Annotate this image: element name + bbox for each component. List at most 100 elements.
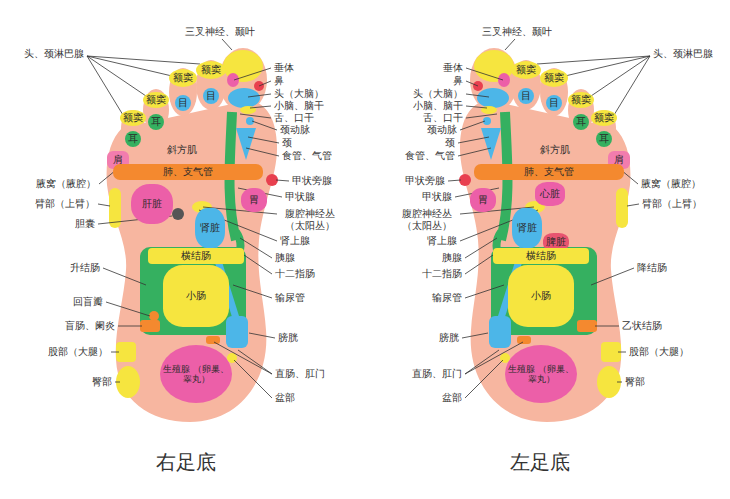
organ-label: 输尿管 (432, 292, 462, 304)
organ-label: 升结肠 (70, 262, 100, 274)
organ-label: 三叉神经、颞叶 (472, 26, 562, 38)
zone-text: 耳 (151, 116, 161, 128)
zone-text: 肾脏 (517, 222, 537, 234)
organ-label: 盆部 (442, 392, 462, 404)
zone-text: 斜方肌 (167, 144, 197, 156)
organ-zone: 目 (203, 88, 219, 104)
organ-label: 臂部（上臂） (35, 198, 95, 210)
gallbladder-mark (172, 208, 184, 220)
organ-zone: 肝脏 (131, 184, 173, 224)
zone-text: 横结肠 (526, 250, 556, 262)
organ-label: 小脑、脑干 (274, 100, 324, 112)
organ-label: 肾上腺 (280, 235, 310, 247)
zone-text: 肺、支气管 (524, 166, 574, 178)
leader-lines (98, 216, 172, 316)
organ-label: 臀部 (92, 376, 112, 388)
organ-zone: 横结肠 (493, 248, 589, 264)
organ-label: 右足底 (141, 450, 231, 474)
organ-zone: 小肠 (163, 265, 229, 327)
zone-text: 斜方肌 (540, 144, 570, 156)
zone-text: 耳 (128, 133, 138, 145)
zone-text: 胃 (478, 194, 488, 206)
zone-text: 额窦 (516, 64, 536, 76)
organ-label: 小脑、脑干 (413, 100, 463, 112)
organ-label: 降结肠 (637, 262, 667, 274)
organ-label: 盲肠、阑炎 (65, 320, 115, 332)
organ-label: 食管、气管 (282, 150, 332, 162)
organ-zone: 肾脏 (195, 208, 225, 248)
organ-zone: 生殖腺 （卵巢、睾丸） (505, 345, 577, 403)
zone-text: 小肠 (531, 290, 551, 302)
organ-zone: 肾脏 (512, 208, 542, 248)
organ-label: 食管、气管 (405, 150, 455, 162)
organ-zone: 肺、支气管 (113, 164, 263, 180)
organ-label: 直肠、肛门 (275, 368, 325, 380)
organ-zone: 斜方肌 (535, 142, 575, 158)
organ-zone: 耳 (573, 114, 589, 130)
organ-zone: 耳 (148, 114, 164, 130)
organ-label: 腋窝（腋腔） (36, 178, 96, 190)
left-foot (448, 39, 650, 422)
organ-label: 甲状腺 (422, 191, 452, 203)
organ-label: 膀胱 (439, 332, 459, 344)
zone-text: 额窦 (594, 112, 614, 124)
zone-text: 生殖腺 （卵巢、睾丸） (163, 364, 229, 385)
organ-zone: 肺、支气管 (474, 164, 624, 180)
organ-label: 胰腺 (275, 252, 295, 264)
organ-label: 舌、口干 (423, 112, 463, 124)
organ-label: 回盲瓣 (73, 296, 103, 308)
organ-zone: 心脏 (535, 182, 565, 206)
zone-text: 目 (178, 97, 188, 109)
organ-zone: 耳 (596, 131, 612, 147)
zone-text: 小肠 (186, 290, 206, 302)
zone-text: 胃 (249, 194, 259, 206)
zone-text: 额窦 (201, 64, 221, 76)
organ-label: 头、颈淋巴腺 (653, 48, 713, 60)
zone-text: 生殖腺 （卵巢、睾丸） (508, 364, 574, 385)
organ-label: 甲状旁腺 (292, 175, 332, 187)
zone-text: 额窦 (173, 72, 193, 84)
organ-label: 十二指肠 (422, 268, 462, 280)
organ-label: 颈 (282, 137, 292, 149)
organ-label: 十二指肠 (275, 268, 315, 280)
organ-label: 肾上腺 (427, 235, 457, 247)
zone-text: 耳 (576, 116, 586, 128)
zone-text: 额窦 (571, 94, 591, 106)
organ-zone: 目 (546, 95, 562, 111)
organ-label: 左足底 (495, 450, 585, 474)
organ-label: 舌、口干 (274, 112, 314, 124)
organ-zone: 生殖腺 （卵巢、睾丸） (160, 345, 232, 403)
organ-label: 鼻 (453, 75, 463, 87)
organ-label: 乙状结肠 (622, 320, 662, 332)
organ-zone: 额窦 (120, 110, 146, 126)
organ-label: 头（大脑） (413, 88, 463, 100)
zone-text: 目 (521, 90, 531, 102)
organ-label: 臀部 (625, 376, 645, 388)
organ-label: 三叉神经、颞叶 (175, 26, 265, 38)
zone-text: 横结肠 (181, 250, 211, 262)
organ-zone: 目 (518, 88, 534, 104)
zone-text: 心脏 (540, 188, 560, 200)
organ-label: 股部（大腿） (629, 346, 689, 358)
organ-label: 胰腺 (442, 252, 462, 264)
organ-zone: 斜方肌 (162, 142, 202, 158)
organ-zone: 胃 (470, 188, 496, 212)
organ-label: 头（大脑） (274, 88, 324, 100)
organ-label: 腹腔神经丛 （太阳丛） (280, 208, 340, 232)
organ-zone: 额窦 (143, 92, 169, 108)
right-foot (87, 39, 289, 422)
organ-label: 直肠、肛门 (412, 368, 462, 380)
organ-label: 膀胱 (278, 332, 298, 344)
organ-label: 颈动脉 (280, 124, 310, 136)
organ-zone: 小肠 (508, 265, 574, 327)
zone-text: 额窦 (123, 112, 143, 124)
zone-text: 肾脏 (200, 222, 220, 234)
organ-label: 颈动脉 (427, 124, 457, 136)
zone-text: 额窦 (146, 94, 166, 106)
organ-label: 颈 (445, 137, 455, 149)
zone-text: 脾脏 (546, 236, 566, 248)
organ-zone: 额窦 (568, 92, 594, 108)
organ-zone: 额窦 (196, 61, 226, 79)
